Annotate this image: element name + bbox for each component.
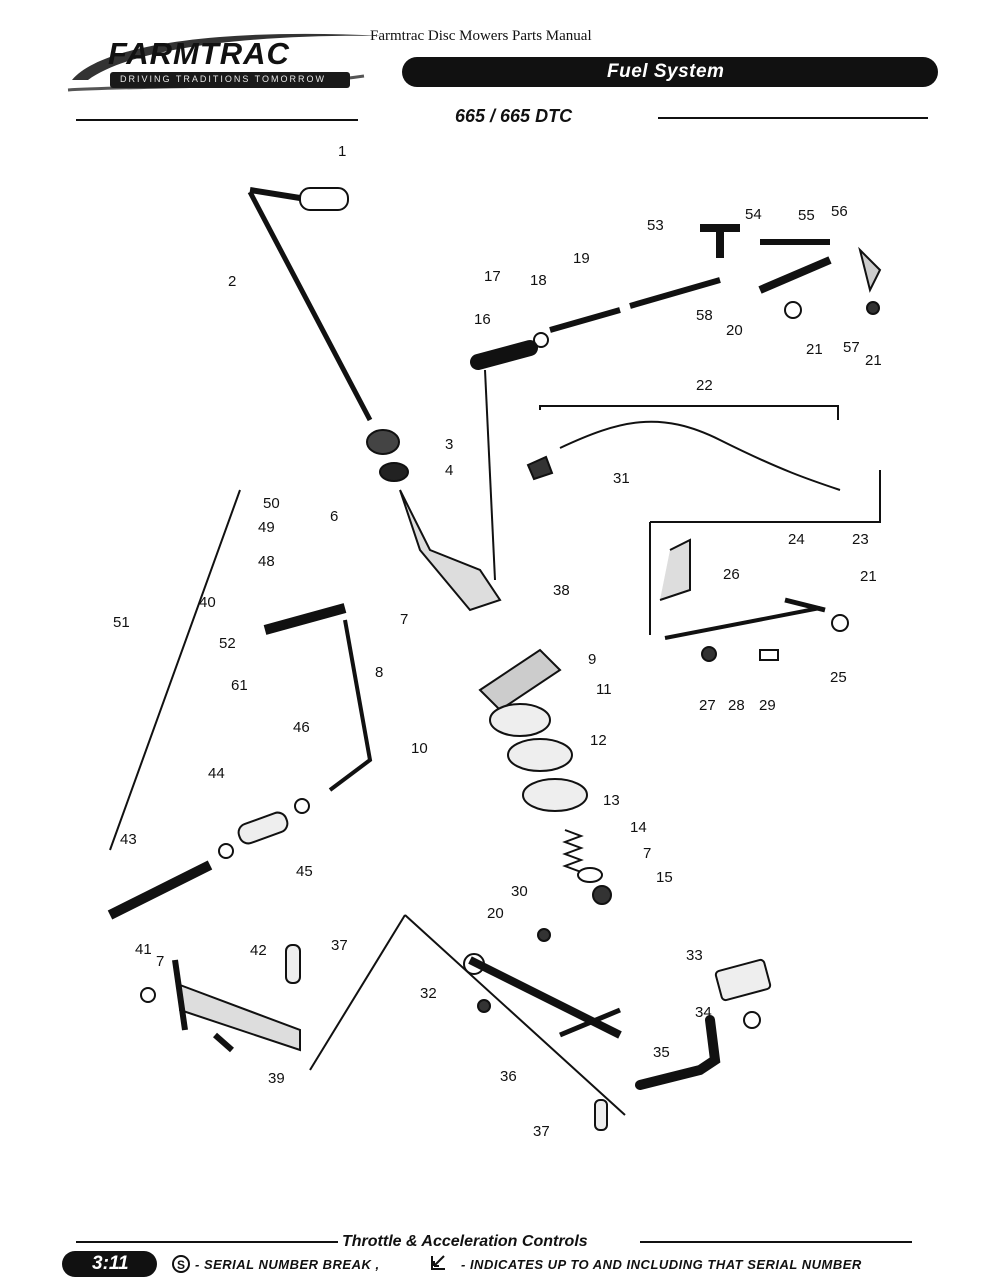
- callout: 1: [338, 143, 347, 160]
- serial-break-legend: - SERIAL NUMBER BREAK ,: [195, 1257, 380, 1272]
- callout: 21: [806, 341, 823, 358]
- callout: 19: [573, 250, 590, 267]
- callout: 25: [830, 669, 847, 686]
- callout: 16: [474, 311, 491, 328]
- callout: 31: [613, 470, 630, 487]
- callout: 15: [656, 869, 673, 886]
- page-number: 3:11: [92, 1253, 129, 1274]
- exploded-parts-diagram: [107, 187, 882, 1131]
- callout: 49: [258, 519, 275, 536]
- callout: 50: [263, 495, 280, 512]
- callout: 20: [487, 905, 504, 922]
- callout: 17: [484, 268, 501, 285]
- callout: 58: [696, 307, 713, 324]
- page-number-badge: 3:11: [62, 1251, 157, 1277]
- callout: 37: [533, 1123, 550, 1140]
- callout: 14: [630, 819, 647, 836]
- callout: 51: [113, 614, 130, 631]
- callout: 39: [268, 1070, 285, 1087]
- callout: 30: [511, 883, 528, 900]
- model-rule-right: [658, 117, 928, 119]
- callout: 57: [843, 339, 860, 356]
- callout: 4: [445, 462, 454, 479]
- callout: 37: [331, 937, 348, 954]
- callout: 22: [696, 377, 713, 394]
- footer-rule-right: [640, 1241, 912, 1243]
- callout: 7: [400, 611, 409, 628]
- callout: 28: [728, 697, 745, 714]
- up-to-arrow-icon: [431, 1255, 445, 1270]
- callout: 10: [411, 740, 428, 757]
- callout: 6: [330, 508, 339, 525]
- svg-text:S: S: [177, 1258, 185, 1272]
- callout: 7: [643, 845, 652, 862]
- callout: 2: [228, 273, 237, 290]
- callout: 38: [553, 582, 570, 599]
- up-to-legend: - INDICATES UP TO AND INCLUDING THAT SER…: [461, 1257, 862, 1272]
- model-heading: 665 / 665 DTC: [455, 106, 573, 126]
- callout: 12: [590, 732, 607, 749]
- callout: 40: [199, 594, 216, 611]
- callout: 33: [686, 947, 703, 964]
- callout: 41: [135, 941, 152, 958]
- callout: 24: [788, 531, 805, 548]
- callout: 7: [156, 953, 165, 970]
- logo-wordmark: FARMTRAC: [108, 36, 290, 71]
- callout: 13: [603, 792, 620, 809]
- logo-tagline: DRIVING TRADITIONS TOMORROW: [120, 74, 327, 84]
- callout: 3: [445, 436, 454, 453]
- callout: 53: [647, 217, 664, 234]
- callout: 44: [208, 765, 225, 782]
- section-title: Fuel System: [607, 61, 725, 82]
- callout: 36: [500, 1068, 517, 1085]
- section-banner: Fuel System: [402, 57, 938, 87]
- callout: 61: [231, 677, 248, 694]
- manual-title: Farmtrac Disc Mowers Parts Manual: [370, 28, 592, 44]
- callout: 21: [865, 352, 882, 369]
- logo-tagline-strip: [110, 72, 350, 88]
- serial-break-icon: S: [172, 1255, 190, 1273]
- callout: 35: [653, 1044, 670, 1061]
- callout: 27: [699, 697, 716, 714]
- callout: 43: [120, 831, 137, 848]
- callout: 52: [219, 635, 236, 652]
- callout: 45: [296, 863, 313, 880]
- callout: 21: [860, 568, 877, 585]
- model-rule-left: [76, 119, 358, 121]
- footer-rule-left: [76, 1241, 338, 1243]
- callout: 54: [745, 206, 762, 223]
- callout: 26: [723, 566, 740, 583]
- callout: 18: [530, 272, 547, 289]
- callout: 34: [695, 1004, 712, 1021]
- callout: 55: [798, 207, 815, 224]
- callout: 29: [759, 697, 776, 714]
- callout: 42: [250, 942, 267, 959]
- callout: 9: [588, 651, 597, 668]
- footer-section-title: Throttle & Acceleration Controls: [342, 1233, 588, 1250]
- callout: 32: [420, 985, 437, 1002]
- callout: 56: [831, 203, 848, 220]
- callout: 23: [852, 531, 869, 548]
- callout: 8: [375, 664, 384, 681]
- callout: 20: [726, 322, 743, 339]
- callout: 11: [596, 681, 612, 698]
- callout: 48: [258, 553, 275, 570]
- callout: 46: [293, 719, 310, 736]
- farmtrac-logo: FARMTRAC DRIVING TRADITIONS TOMORROW: [64, 22, 394, 94]
